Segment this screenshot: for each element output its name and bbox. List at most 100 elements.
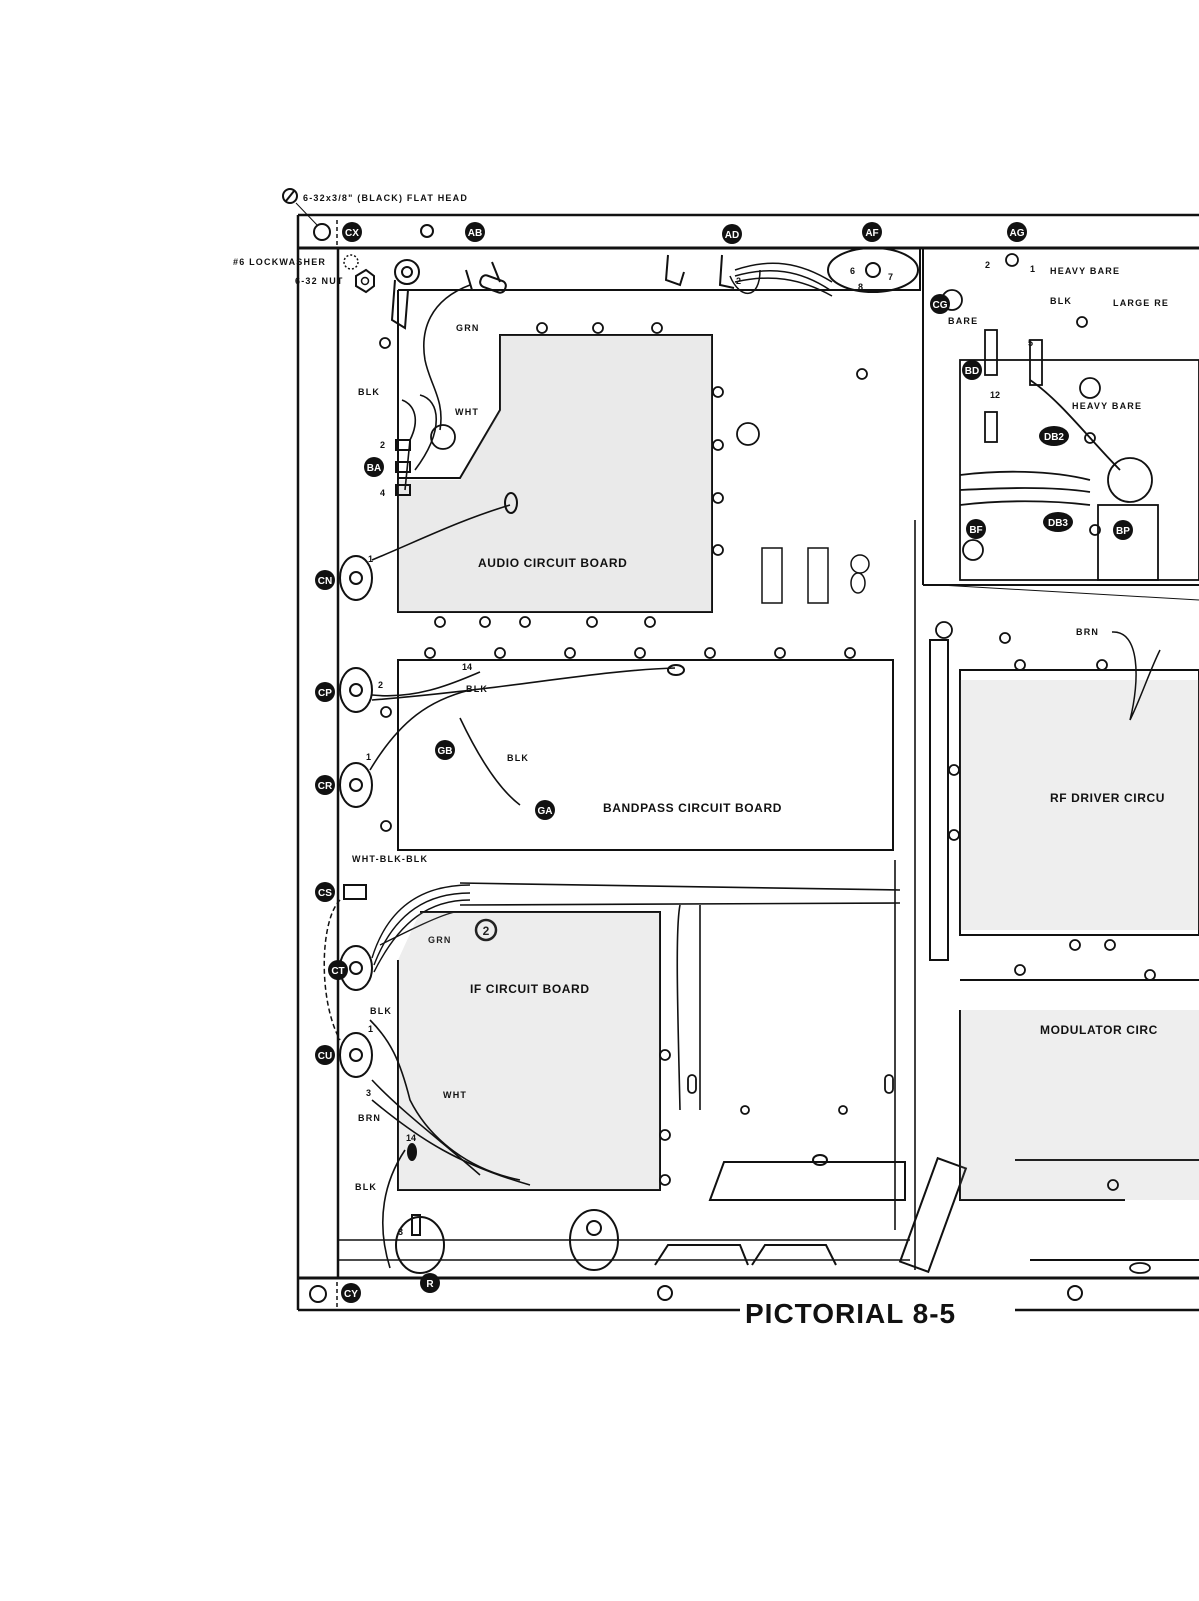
wire-label: BRN [1076,627,1099,637]
modulator-label: MODULATOR CIRC [1040,1023,1158,1037]
wire-label: BARE [948,316,978,326]
rf-driver-label: RF DRIVER CIRCU [1050,791,1165,805]
svg-text:AD: AD [725,230,739,241]
board-screws [379,322,868,628]
wire-label: GRN [428,935,452,945]
bandpass-board-label: BANDPASS CIRCUIT BOARD [603,801,782,815]
upper-right-bubbles: CG BD DB2 BF DB3 BP [930,294,1133,540]
terminal-label: 2 [985,260,990,270]
wire-label: GRN [456,323,480,333]
lug-icon [407,1143,417,1161]
bubble-2 [474,918,498,942]
bottom-components [395,1154,906,1274]
if-wires [369,1019,531,1269]
svg-text:DB3: DB3 [1048,518,1068,529]
bandpass-wires [369,667,676,806]
modulator-shading [960,1010,1199,1200]
bubble-ba [364,457,384,477]
svg-text:CS: CS [318,888,332,899]
wire-label: HEAVY BARE [1050,266,1120,276]
bubble-label: R [426,1279,434,1290]
svg-text:DB2: DB2 [1044,432,1064,443]
svg-text:CT: CT [331,966,344,977]
svg-text:CG: CG [933,300,948,311]
audio-board-outline [397,248,921,613]
terminal-label: 3 [398,1227,403,1237]
bubble-ga [535,800,555,820]
svg-text:BP: BP [1116,526,1130,537]
mount-hole [657,1285,673,1301]
terminal-label: 14 [406,1133,416,1143]
lug-icon [664,254,735,289]
terminal-label: 1 [366,752,371,762]
wire-label: WHT [443,1090,467,1100]
terminal-label: 5 [1028,338,1033,348]
if-board-outline [397,911,661,1191]
wire-label: LARGE RE [1113,298,1169,308]
side-bracket [929,639,949,961]
svg-text:AB: AB [468,228,482,239]
if-screws [659,1049,894,1186]
audio-board-label: AUDIO CIRCUIT BOARD [478,556,627,570]
svg-text:CR: CR [318,781,333,792]
bubble-label: BA [367,463,381,474]
lockwasher-label: #6 LOCKWASHER [233,257,326,267]
svg-text:CX: CX [345,228,359,239]
lug-icon [667,664,685,676]
terminal-label: 1 [368,1024,373,1034]
if-board-label: IF CIRCUIT BOARD [470,982,590,996]
upper-right-parts [941,253,1199,581]
terminal-label: 1 [368,554,373,564]
rf-wire [1111,631,1161,721]
wire-label: WHT-BLK-BLK [352,854,428,864]
if-board-shading [398,912,660,1190]
corner-hole-top [313,223,331,241]
tube-socket-icon [827,247,919,293]
svg-text:AF: AF [865,228,878,239]
terminal-label: 1 [1030,264,1035,274]
mount-hole [420,224,434,238]
svg-text:AG: AG [1010,228,1025,239]
wire-label: WHT [455,407,479,417]
terminal-label: 7 [888,272,893,282]
audio-lugs [395,439,518,514]
screw-label: 6-32x3/8" (BLACK) FLAT HEAD [303,193,468,203]
terminal-strip-icon [761,547,870,604]
wire-label: BLK [1050,296,1072,306]
mount-hole [1067,1285,1083,1301]
wire-label: BLK [507,753,529,763]
svg-text:BD: BD [965,366,979,377]
svg-text:CN: CN [318,576,332,587]
rf-screws [935,621,1156,1274]
lockwasher-icon [343,254,359,270]
cable-harness [459,520,916,1270]
top-bubbles: CX AB AD AF AG [342,222,1027,244]
svg-text:BF: BF [969,525,982,536]
bubble-label: GA [538,806,553,817]
corner-hole-bottom [309,1285,327,1303]
wire-label: BLK [370,1006,392,1016]
dashed-wire [323,899,341,1041]
terminal-label: 3 [366,1088,371,1098]
harness-wires-left [371,884,471,973]
bubble-label: GB [438,746,453,757]
nut-label: 6-32 NUT [295,276,344,286]
bandpass-screws [380,647,856,832]
wire-bundle-top [729,262,833,297]
bandpass-board-outline [397,659,894,851]
bubble-r [420,1273,440,1293]
terminal-label: 4 [380,488,385,498]
bubble-label: 2 [483,924,490,938]
terminal-label: 14 [462,662,472,672]
bubble-gb [435,740,455,760]
terminal-label: 8 [858,282,863,292]
wire-label: HEAVY BARE [1072,401,1142,411]
terminal-label: 2 [380,440,385,450]
wire-label: BLK [355,1182,377,1192]
flat-head-screw-icon [282,188,319,227]
rf-shading [960,680,1199,930]
chassis-frame [296,213,1199,1312]
audio-board-shading [398,335,712,612]
svg-text:CU: CU [318,1051,332,1062]
